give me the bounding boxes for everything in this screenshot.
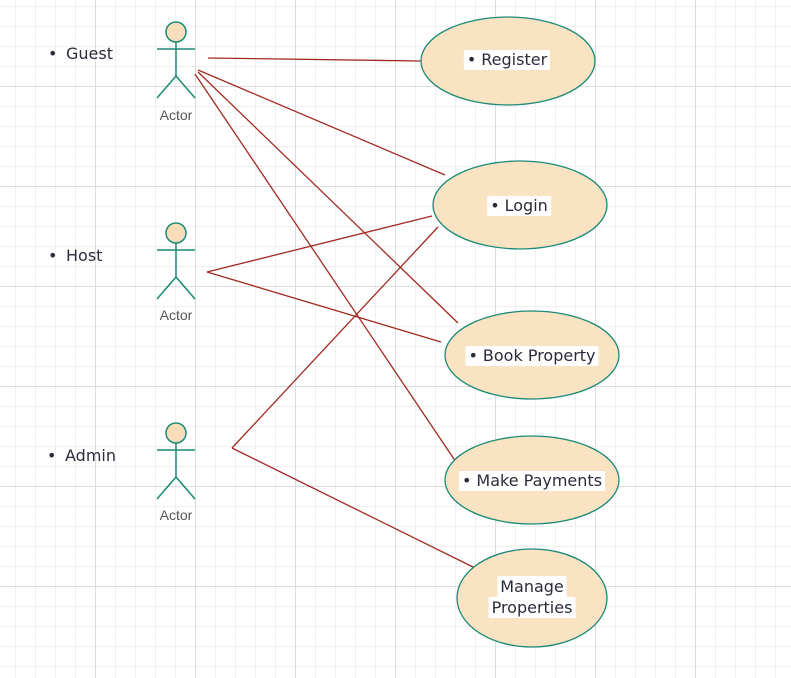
use-case-text: Login (501, 196, 551, 216)
actor-left-leg (156, 276, 177, 300)
association-host-login[interactable] (206, 215, 433, 273)
bullet-dot: • (463, 50, 479, 70)
actor-caption-guest: Actor (159, 107, 193, 123)
actor-caption-admin: Actor (159, 507, 193, 523)
use-case-text: Make Payments (473, 471, 606, 491)
actor-role-label-admin: Admin (47, 446, 116, 465)
association-host-book-property[interactable] (206, 271, 442, 343)
use-case-text: Register (478, 50, 551, 70)
actor-head (165, 222, 187, 244)
use-case-label-make-payments: •Make Payments (458, 471, 606, 491)
use-case-label-login: •Login (487, 196, 551, 216)
actor-left-leg (156, 476, 177, 500)
association-lines (194, 57, 476, 569)
bullet-dot: • (465, 346, 480, 366)
association-guest-make-payments[interactable] (194, 73, 459, 466)
actor-right-leg (175, 276, 196, 300)
actor-guest[interactable] (156, 21, 196, 99)
actor-role-label-guest: Guest (48, 44, 113, 63)
actor-head (165, 422, 187, 444)
bullet-dot: • (458, 471, 474, 491)
use-case-label-book-property: •Book Property (465, 346, 599, 366)
actor-host[interactable] (156, 222, 196, 300)
use-case-text-line-1: Manage (497, 576, 567, 597)
association-guest-book-property[interactable] (197, 71, 459, 324)
association-admin-manage-properties[interactable] (231, 447, 476, 569)
use-case-label-register: •Register (463, 50, 551, 70)
actor-right-leg (175, 75, 196, 99)
use-case-text: Book Property (479, 346, 599, 366)
association-guest-register[interactable] (207, 57, 422, 62)
use-case-label-manage-properties: Manage Properties (488, 576, 576, 618)
actor-caption-host: Actor (159, 307, 193, 323)
bullet-dot: • (487, 196, 502, 216)
association-admin-login[interactable] (231, 226, 439, 449)
use-case-text-line-2: Properties (488, 597, 576, 618)
actor-role-label-host: Host (48, 246, 102, 265)
actor-admin[interactable] (156, 422, 196, 500)
actor-head (165, 21, 187, 43)
association-guest-login[interactable] (197, 69, 446, 176)
actor-right-leg (175, 476, 196, 500)
actor-left-leg (156, 75, 177, 99)
